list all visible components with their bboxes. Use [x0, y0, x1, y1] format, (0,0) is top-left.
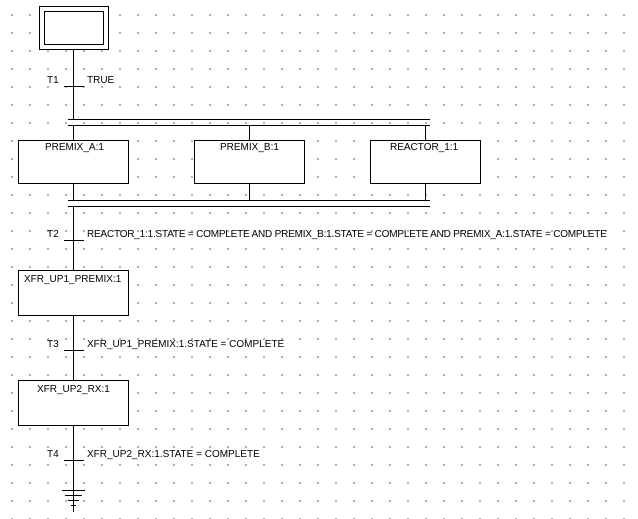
transition-t3-condition[interactable]: XFR_UP1_PREMIX:1.STATE = COMPLETE	[87, 339, 285, 350]
end-terminal-icon	[62, 490, 85, 512]
initial-step-inner-frame	[44, 11, 104, 45]
step-xfr-up1-premix[interactable]: XFR_UP1_PREMIX:1	[18, 270, 129, 316]
step-premix-a[interactable]: PREMIX_A:1	[18, 140, 129, 184]
initial-step[interactable]	[39, 6, 109, 50]
transition-t1-id[interactable]: T1	[47, 75, 59, 86]
transition-t4-condition[interactable]: XFR_UP2_RX:1.STATE = COMPLETE	[87, 449, 260, 460]
step-xfr-up2-rx[interactable]: XFR_UP2_RX:1	[18, 380, 129, 426]
step-reactor-1-label: REACTOR_1:1	[390, 142, 459, 153]
transition-t1-condition[interactable]: TRUE	[87, 75, 115, 86]
step-xfr-up2-rx-label: XFR_UP2_RX:1	[37, 384, 110, 395]
step-premix-a-label: PREMIX_A:1	[45, 142, 104, 153]
transition-t2-id[interactable]: T2	[47, 229, 59, 240]
step-premix-b-label: PREMIX_B:1	[220, 142, 279, 153]
step-xfr-up1-premix-label: XFR_UP1_PREMIX:1	[24, 274, 122, 285]
transition-t2-condition[interactable]: REACTOR_1:1.STATE = COMPLETE AND PREMIX_…	[87, 229, 607, 240]
step-reactor-1[interactable]: REACTOR_1:1	[370, 140, 481, 184]
step-premix-b[interactable]: PREMIX_B:1	[194, 140, 305, 184]
transition-t3-id[interactable]: T3	[47, 339, 59, 350]
transition-t4-id[interactable]: T4	[47, 449, 59, 460]
